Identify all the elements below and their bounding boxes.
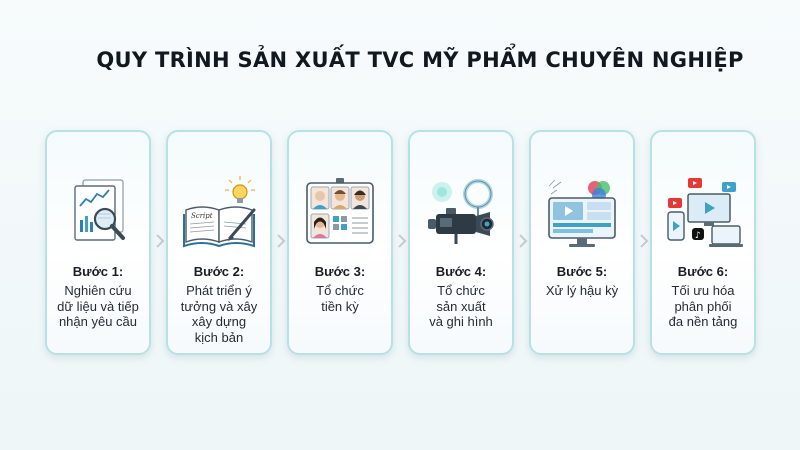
step-description-line: nhận yêu cầu bbox=[58, 314, 138, 329]
step-card-3: Bước 3: Tổ chức tiền kỳ bbox=[287, 130, 393, 355]
step-label: Bước 4: bbox=[435, 264, 487, 279]
step-description-line: tưởng và xây bbox=[180, 298, 258, 314]
chevron-right-icon bbox=[277, 234, 286, 248]
camera-ringlight-icon bbox=[413, 172, 509, 252]
process-steps: Bước 1: Nghiên cứu dữ liệu và tiếp nhận … bbox=[45, 130, 765, 355]
step-description-line: sản xuất bbox=[436, 298, 486, 314]
step-description: Tổ chức tiền kỳ bbox=[295, 283, 385, 314]
step-label: Bước 5: bbox=[556, 264, 608, 279]
step-description-line: Tối ưu hóa bbox=[671, 283, 735, 298]
casting-board-icon bbox=[292, 172, 388, 252]
step-description-line: đa nền tảng bbox=[668, 314, 738, 329]
step-description: Phát triển ý tưởng và xây xây dựng kịch … bbox=[174, 283, 264, 345]
multi-device-icon: ♪ bbox=[655, 172, 751, 252]
step-label: Bước 3: bbox=[314, 264, 366, 279]
step-card-2: Script Bước 2: Phát triển ý tưởng và xây… bbox=[166, 130, 272, 355]
chevron-right-icon bbox=[156, 234, 165, 248]
step-label: Bước 6: bbox=[677, 264, 729, 279]
step-description-line: kịch bản bbox=[194, 329, 244, 345]
step-description-line: Tổ chức bbox=[316, 283, 364, 298]
svg-text:♪: ♪ bbox=[695, 231, 701, 241]
step-description-line: phân phối bbox=[674, 298, 732, 314]
svg-text:Script: Script bbox=[191, 212, 213, 220]
step-description-line: Tổ chức bbox=[437, 283, 485, 298]
step-label: Bước 2: bbox=[193, 264, 245, 279]
step-description-line: tiền kỳ bbox=[321, 298, 359, 314]
step-description-line: xây dựng bbox=[191, 314, 247, 329]
step-description: Tổ chức sản xuất và ghi hình bbox=[416, 283, 506, 330]
step-description: Xử lý hậu kỳ bbox=[537, 283, 627, 299]
chevron-right-icon bbox=[519, 234, 528, 248]
step-description-line: Nghiên cứu bbox=[64, 283, 132, 298]
step-label: Bước 1: bbox=[72, 264, 124, 279]
chevron-right-icon bbox=[640, 234, 649, 248]
editing-monitor-icon bbox=[534, 172, 630, 252]
document-magnifier-icon bbox=[50, 172, 146, 252]
step-description: Nghiên cứu dữ liệu và tiếp nhận yêu cầu bbox=[53, 283, 143, 330]
step-description-line: và ghi hình bbox=[429, 314, 493, 329]
step-card-6: ♪ Bước 6: Tối ưu hóa phân phối đa nền tả… bbox=[650, 130, 756, 355]
step-card-1: Bước 1: Nghiên cứu dữ liệu và tiếp nhận … bbox=[45, 130, 151, 355]
step-card-4: Bước 4: Tổ chức sản xuất và ghi hình bbox=[408, 130, 514, 355]
open-book-lightbulb-icon: Script bbox=[171, 172, 267, 252]
step-description: Tối ưu hóa phân phối đa nền tảng bbox=[658, 283, 748, 330]
chevron-right-icon bbox=[398, 234, 407, 248]
page-title: QUY TRÌNH SẢN XUẤT TVC MỸ PHẨM CHUYÊN NG… bbox=[96, 48, 744, 72]
step-description-line: Xử lý hậu kỳ bbox=[545, 283, 619, 298]
step-description-line: dữ liệu và tiếp bbox=[57, 298, 139, 314]
step-card-5: Bước 5: Xử lý hậu kỳ bbox=[529, 130, 635, 355]
step-description-line: Phát triển ý bbox=[186, 283, 252, 298]
